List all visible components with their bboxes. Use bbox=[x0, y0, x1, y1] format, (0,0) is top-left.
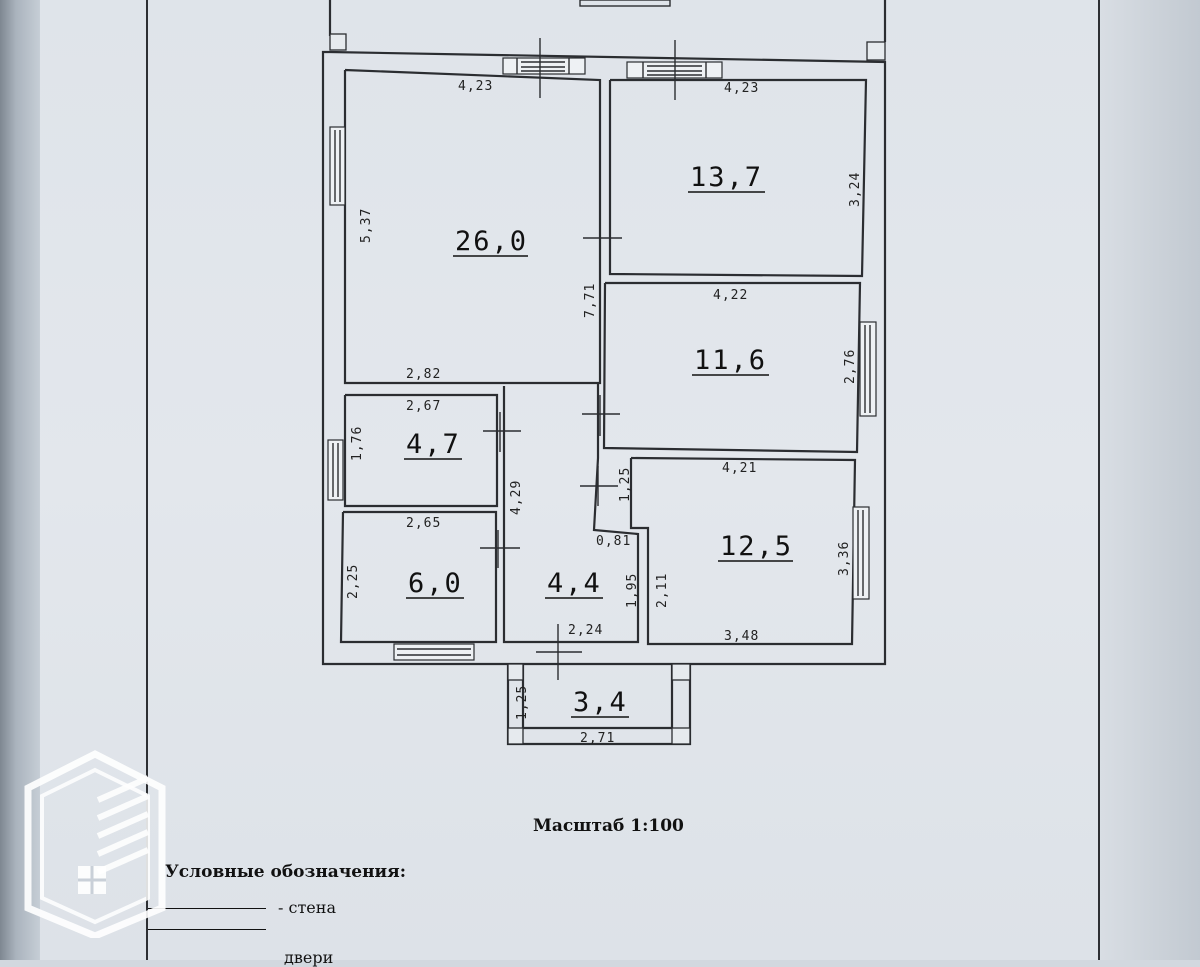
watermark-logo-icon bbox=[24, 750, 166, 938]
pier-porch-right bbox=[671, 727, 691, 745]
document-sheet bbox=[40, 0, 1098, 960]
pier-top-right bbox=[866, 41, 886, 61]
door-markers bbox=[480, 218, 622, 680]
room-top-right-wall bbox=[608, 78, 868, 278]
svg-text:13,7: 13,7 bbox=[690, 162, 763, 193]
svg-text:11,6: 11,6 bbox=[694, 345, 767, 376]
dim-label: 3,36 bbox=[837, 541, 852, 576]
room-label-large: 26,0 bbox=[453, 226, 528, 257]
room-label-small-left: 4,7 bbox=[404, 429, 462, 460]
frame-line-right bbox=[1098, 0, 1100, 960]
dim-label: 2,65 bbox=[406, 516, 441, 531]
room-label-mid-right: 11,6 bbox=[692, 345, 769, 376]
room-mid-right-wall bbox=[602, 281, 862, 454]
dim-label: 4,23 bbox=[724, 81, 759, 96]
dim-label: 2,82 bbox=[406, 367, 441, 382]
svg-text:4,4: 4,4 bbox=[547, 568, 602, 599]
dim-label: 1,95 bbox=[625, 573, 640, 608]
window-right-upper bbox=[859, 321, 877, 417]
window-right-lower bbox=[852, 506, 870, 600]
legend-second-line bbox=[148, 929, 266, 930]
room-label-top-right: 13,7 bbox=[688, 162, 765, 193]
window-left-lower bbox=[327, 439, 344, 501]
scale-label: Масштаб 1:100 bbox=[533, 816, 684, 836]
room-label-porch: 3,4 bbox=[571, 687, 629, 718]
plan-top-label-frame bbox=[579, 0, 671, 7]
legend-door-label: двери bbox=[284, 948, 334, 967]
legend-wall-label: - стена bbox=[278, 898, 336, 917]
svg-text:6,0: 6,0 bbox=[408, 568, 463, 599]
legend-wall-line bbox=[148, 908, 266, 909]
dim-label: 2,11 bbox=[655, 573, 670, 608]
frame-line-left bbox=[146, 0, 148, 960]
pier-porch-left bbox=[507, 727, 524, 745]
porch-inner-wall bbox=[521, 664, 674, 730]
outer-wall bbox=[321, 50, 887, 666]
window-bottom bbox=[393, 643, 475, 661]
dim-label: 0,81 bbox=[596, 534, 631, 549]
dim-label: 1,25 bbox=[618, 467, 633, 502]
pier-porch-top-left bbox=[507, 663, 524, 681]
legend-door-row: двери bbox=[148, 948, 333, 967]
dim-label: 4,23 bbox=[458, 79, 493, 94]
book-binding bbox=[0, 0, 40, 960]
room-label-hall: 4,4 bbox=[545, 568, 603, 599]
dim-label: 4,22 bbox=[713, 288, 748, 303]
legend-title: Условные обозначения: bbox=[165, 862, 406, 882]
room-bottom-left-wall bbox=[339, 510, 498, 644]
dim-label: 2,25 bbox=[346, 564, 361, 599]
dim-label: 2,24 bbox=[568, 623, 603, 638]
dim-label: 7,71 bbox=[583, 283, 598, 318]
dim-label: 2,67 bbox=[406, 399, 441, 414]
dim-label: 1,25 bbox=[515, 685, 530, 720]
pier-porch-top-right bbox=[671, 663, 691, 681]
dim-label: 4,21 bbox=[722, 461, 757, 476]
room-small-left-wall bbox=[343, 393, 499, 508]
pier-top-left bbox=[329, 33, 347, 51]
room-label-bottom-left: 6,0 bbox=[406, 568, 464, 599]
dim-label: 5,37 bbox=[359, 208, 374, 243]
dim-label: 3,48 bbox=[724, 629, 759, 644]
dim-label: 3,24 bbox=[848, 172, 863, 207]
window-top-left bbox=[502, 57, 586, 75]
svg-text:3,4: 3,4 bbox=[573, 687, 628, 718]
svg-text:26,0: 26,0 bbox=[455, 226, 528, 257]
dimension-labels: 4,23 4,23 5,37 3,24 7,71 4,22 2,76 2,82 … bbox=[346, 79, 863, 746]
svg-text:12,5: 12,5 bbox=[720, 531, 793, 562]
page-edge bbox=[1098, 0, 1200, 960]
room-large-wall bbox=[343, 68, 602, 385]
dim-label: 4,29 bbox=[509, 480, 524, 515]
svg-text:4,7: 4,7 bbox=[406, 429, 461, 460]
room-label-bottom-right: 12,5 bbox=[718, 531, 793, 562]
room-hall-wall bbox=[502, 383, 640, 644]
window-left-upper bbox=[329, 126, 346, 206]
dim-label: 2,71 bbox=[580, 731, 615, 746]
room-bottom-right-wall bbox=[629, 456, 857, 646]
dim-label: 1,76 bbox=[350, 426, 365, 461]
legend-wall-row: - стена bbox=[148, 898, 336, 917]
porch-wall bbox=[506, 664, 692, 746]
dim-label: 2,76 bbox=[843, 349, 858, 384]
